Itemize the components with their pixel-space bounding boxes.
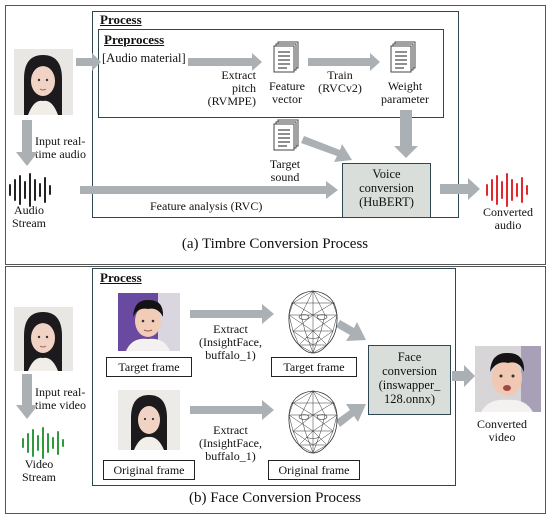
arrow-target-to-voice (301, 136, 352, 162)
video-stream-waveform-icon (22, 427, 64, 459)
arrow-original-extract (190, 400, 274, 420)
feature-analysis-label: Feature analysis (RVC) (150, 199, 263, 213)
target-face-mesh-icon (288, 290, 338, 354)
weight-parameter-label: Weight parameter (381, 79, 429, 106)
original-frame-left: Original frame (103, 460, 195, 480)
face-conversion-box: Face conversion (inswapper_ 128.onnx) (368, 345, 451, 415)
train-label: Train (RVCv2) (318, 68, 362, 95)
extract-top-label: Extract (InsightFace, buffalo_1) (199, 322, 262, 362)
preprocess-box (98, 29, 444, 118)
original-photo (118, 390, 180, 450)
arrow-feature-to-weight (308, 53, 380, 71)
arrow-weight-to-voice (394, 110, 418, 158)
voice-conversion-box: Voice conversion (HuBERT) (342, 163, 431, 218)
extract-pitch-label: Extract pitch (RVMPE) (207, 68, 256, 108)
arrow-photo-to-videostream (16, 374, 38, 419)
converted-photo (475, 346, 541, 412)
timbre-caption: (a) Timbre Conversion Process (181, 236, 369, 252)
arrow-target-extract (190, 304, 274, 324)
arrow-face-to-converted (452, 365, 475, 387)
converted-photo-image (475, 346, 541, 412)
target-frame-right: Target frame (271, 357, 357, 377)
audio-stream-label: Audio Stream (12, 203, 46, 230)
original-face-mesh-icon (288, 390, 338, 454)
audio-stream-waveform-icon (9, 173, 51, 207)
arrow-feature-analysis (80, 181, 338, 199)
face-caption: (b) Face Conversion Process (188, 490, 362, 506)
timbre-process-box (92, 11, 459, 218)
arrow-voice-to-converted (440, 178, 480, 200)
video-stream-label: Video Stream (22, 457, 56, 484)
target-photo (118, 293, 180, 351)
converted-video-label: Converted video (477, 417, 527, 444)
arrow-audio-to-feature (188, 53, 262, 71)
timbre-process-title: Process (100, 12, 142, 27)
arrow-target-mesh-to-face (336, 320, 366, 341)
input-realtime-audio-label: Input real- time audio (35, 134, 86, 161)
preprocess-title: Preprocess (104, 32, 165, 47)
feature-vector-label: Feature vector (269, 79, 305, 106)
original-photo-image (118, 390, 180, 450)
audio-material-label: [Audio material] (102, 51, 186, 65)
converted-audio-label: Converted audio (483, 205, 533, 232)
speaker-photo-image (14, 49, 73, 115)
user-photo (14, 307, 73, 371)
speaker-photo (14, 49, 73, 115)
arrow-original-mesh-to-face (336, 404, 366, 427)
input-realtime-video-label: Input real- time video (35, 385, 86, 412)
face-process-title: Process (100, 270, 142, 285)
arrow-photo-to-audiostream (16, 120, 38, 166)
weight-parameter-doc-icon (390, 41, 416, 73)
target-photo-image (118, 293, 180, 351)
user-photo-image (14, 307, 73, 371)
extract-bottom-label: Extract (InsightFace, buffalo_1) (199, 423, 262, 463)
target-sound-doc-icon (273, 119, 299, 151)
target-frame-left: Target frame (106, 357, 192, 377)
target-sound-label: Target sound (269, 157, 301, 184)
converted-audio-waveform-icon (486, 173, 528, 207)
original-frame-right: Original frame (268, 460, 360, 480)
feature-vector-doc-icon (273, 41, 299, 73)
arrow-photo-to-preprocess (76, 53, 101, 71)
